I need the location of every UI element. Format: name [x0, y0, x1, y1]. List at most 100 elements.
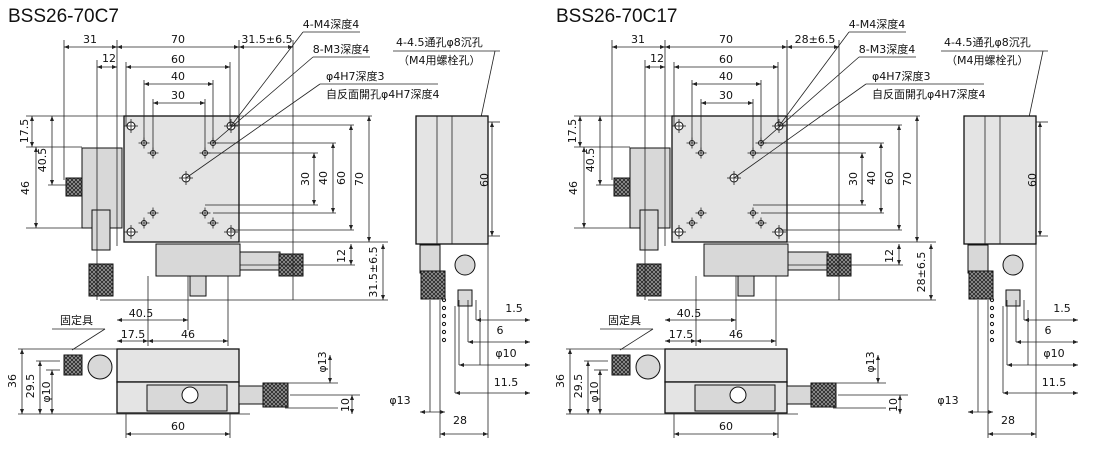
dim-travel-v: 28±6.5: [915, 252, 928, 293]
side-hole: [989, 321, 995, 327]
side-lock-screw: [1005, 289, 1021, 307]
dim-right-travel: 31.5±6.5: [241, 33, 292, 46]
lock-knob: [65, 177, 83, 197]
dim-60: 60: [171, 53, 185, 66]
dim-side-60: 60: [478, 173, 491, 187]
side-hole: [441, 321, 447, 327]
dim-60-front: 60: [719, 420, 733, 433]
dim-12-v: 12: [335, 249, 348, 263]
arrowhead: [598, 370, 602, 414]
dim-17-5: 17.5: [566, 119, 579, 144]
dim-1-5: 1.5: [1053, 302, 1071, 315]
dim-12: 12: [102, 52, 116, 65]
y-micrometer-sleeve: [639, 209, 659, 251]
side-micrometer-end: [454, 254, 476, 276]
side-hole: [989, 337, 995, 343]
y-micrometer-thimble: [636, 263, 662, 297]
dim-28: 28: [1001, 414, 1015, 427]
arrowhead: [349, 244, 353, 265]
callout-pin: φ4H7深度3: [326, 69, 385, 83]
dim-30-v: 30: [847, 172, 860, 186]
y-micrometer-sleeve: [91, 209, 111, 251]
dim-31: 31: [83, 33, 97, 46]
arrowhead: [440, 432, 488, 436]
dim-30: 30: [719, 89, 733, 102]
leader-line: [778, 31, 850, 127]
dim-12-v: 12: [883, 249, 896, 263]
side-hole: [989, 305, 995, 311]
callout-bolt-hole: （M4用螺栓孔）: [398, 53, 481, 67]
callout-pin: φ4H7深度3: [872, 69, 931, 83]
arrowhead: [97, 65, 117, 69]
drawing-bss26-70c7: BSS26-70C7 31 70 31.5±6.5 12 60 40 30 17.5 40.5 46…: [6, 6, 530, 438]
leader-line: [619, 328, 654, 351]
callout-through-hole: 4-4.5通孔φ8沉孔: [944, 36, 1031, 49]
dim-28: 28: [453, 414, 467, 427]
dim-31: 31: [631, 33, 645, 46]
x-micrometer-sleeve-front: [786, 385, 812, 405]
side-hole: [989, 329, 995, 335]
x-micrometer-sleeve-front: [238, 385, 264, 405]
side-hole: [441, 313, 447, 319]
lock-knob-front: [729, 386, 747, 404]
dim-17-5-h: 17.5: [121, 328, 146, 341]
leader-line: [71, 328, 106, 351]
x-micrometer-thimble-front: [262, 382, 289, 408]
dim-30: 30: [171, 89, 185, 102]
dim-11-5: 11.5: [494, 376, 519, 389]
side-micrometer-end: [1002, 254, 1024, 276]
arrowhead: [968, 410, 993, 414]
arrowhead: [898, 395, 902, 414]
arrowhead: [645, 65, 665, 69]
dim-40-v: 40: [865, 171, 878, 185]
dim-6: 6: [1045, 324, 1052, 337]
x-carriage: [155, 243, 241, 277]
lock-screw: [737, 275, 755, 297]
dim-60-v: 60: [335, 171, 348, 185]
leader-line: [733, 83, 867, 179]
dim-phi13: φ13: [316, 351, 329, 372]
dim-70-v: 70: [353, 172, 366, 186]
front-upper-stage: [664, 348, 788, 383]
callout-m4: 4-M4深度4: [849, 17, 905, 31]
arrowhead: [350, 395, 354, 414]
dim-40: 40: [719, 70, 733, 83]
dim-30-v: 30: [299, 172, 312, 186]
x-carriage: [703, 243, 789, 277]
dim-60-front: 60: [171, 420, 185, 433]
arrowhead: [897, 244, 901, 265]
dim-12: 12: [650, 52, 664, 65]
dim-60-v: 60: [883, 171, 896, 185]
dim-40-5: 40.5: [36, 148, 49, 173]
callout-fixture: 固定具: [60, 313, 93, 327]
callout-pin-back: 自反面開孔φ4H7深度4: [872, 87, 986, 101]
dim-29-5: 29.5: [24, 374, 37, 399]
dim-side-60: 60: [1026, 173, 1039, 187]
dim-46-h: 46: [729, 328, 743, 341]
callout-fixture: 固定具: [608, 313, 641, 327]
side-lock-screw: [457, 289, 473, 307]
dim-70: 70: [171, 33, 185, 46]
dim-side-phi10: φ10: [1043, 347, 1064, 360]
callout-m4: 4-M4深度4: [303, 17, 359, 31]
leader-line: [760, 56, 860, 144]
callout-through-hole: 4-4.5通孔φ8沉孔: [396, 36, 483, 49]
side-hole: [441, 305, 447, 311]
model-title: BSS26-70C7: [8, 6, 119, 27]
arrowhead: [988, 432, 1036, 436]
dim-40-5-h: 40.5: [129, 307, 154, 320]
dim-36: 36: [554, 374, 567, 388]
dim-side-phi10: φ10: [495, 347, 516, 360]
y-micrometer-end: [87, 354, 113, 380]
y-micrometer-end: [635, 354, 661, 380]
side-micrometer-sleeve: [419, 244, 441, 274]
dim-11-5: 11.5: [1042, 376, 1067, 389]
leader-line: [479, 50, 496, 123]
leader-line: [1027, 50, 1044, 123]
dim-40-v: 40: [317, 171, 330, 185]
model-title: BSS26-70C17: [556, 6, 677, 27]
dim-46: 46: [19, 181, 32, 195]
dim-46: 46: [567, 181, 580, 195]
